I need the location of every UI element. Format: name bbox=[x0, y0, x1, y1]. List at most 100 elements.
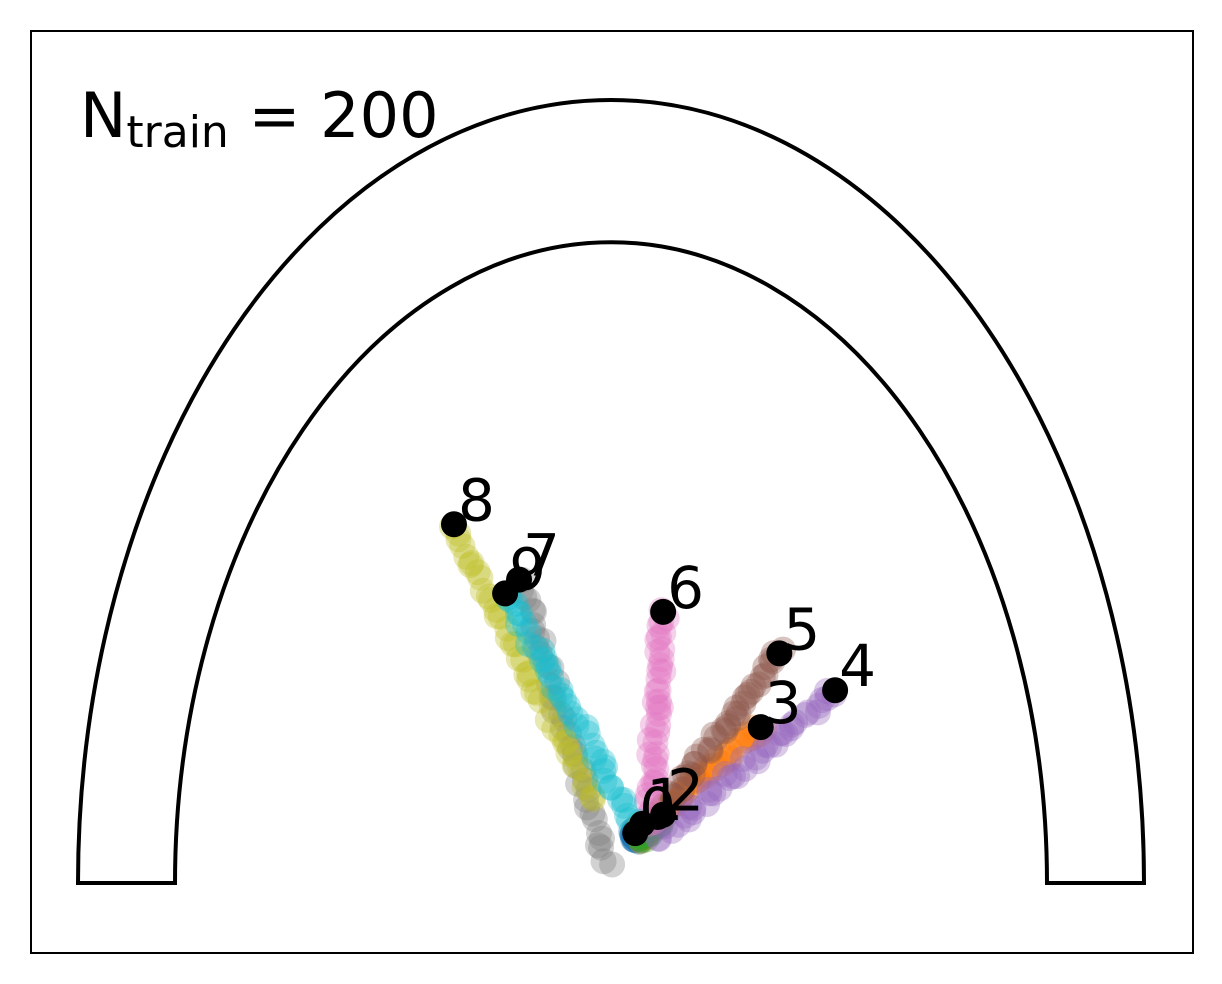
trajectory-point bbox=[643, 756, 670, 783]
trajectory-point bbox=[645, 666, 672, 693]
trajectory-point bbox=[715, 746, 742, 773]
trajectory-point bbox=[692, 755, 719, 782]
trajectory-point bbox=[702, 755, 729, 782]
trajectory-point bbox=[724, 763, 751, 790]
trajectory-point bbox=[544, 669, 571, 696]
trajectory-point bbox=[729, 746, 756, 773]
trajectory-point bbox=[716, 764, 743, 791]
trajectory-point bbox=[645, 701, 672, 728]
trajectory-point bbox=[716, 737, 743, 764]
trajectory-point bbox=[679, 762, 706, 789]
trajectory-point bbox=[571, 773, 598, 800]
trajectory-point bbox=[672, 763, 699, 790]
trajectory-point bbox=[467, 564, 494, 591]
trajectory-point bbox=[573, 794, 600, 821]
trajectory-point bbox=[644, 638, 671, 665]
trajectory-point bbox=[737, 678, 764, 705]
trajectory-point bbox=[714, 710, 741, 737]
trajectory-point bbox=[645, 677, 672, 704]
trajectory-point bbox=[645, 624, 672, 651]
trajectory-point bbox=[598, 774, 625, 801]
trajectory-point bbox=[668, 783, 695, 810]
trajectory-point bbox=[552, 729, 579, 756]
trajectory-point bbox=[582, 739, 609, 766]
trajectory-point bbox=[740, 673, 767, 700]
trajectory-point bbox=[579, 732, 606, 759]
trajectory-point bbox=[581, 745, 608, 772]
trajectory-point bbox=[548, 701, 575, 728]
trajectory-point bbox=[562, 752, 589, 779]
endpoint-label-6: 6 bbox=[667, 554, 704, 622]
trajectory-point bbox=[536, 671, 563, 698]
endpoint-label-4: 4 bbox=[839, 632, 876, 700]
trajectory-point bbox=[696, 776, 723, 803]
endpoint-label-7: 7 bbox=[523, 522, 560, 590]
trajectory-point bbox=[526, 640, 553, 667]
endpoint-marker-8 bbox=[440, 511, 467, 538]
trajectory-point bbox=[772, 721, 799, 748]
trajectory-point bbox=[778, 715, 805, 742]
endpoint-label-5: 5 bbox=[783, 595, 820, 663]
trajectory-point bbox=[555, 693, 582, 720]
trajectory-point bbox=[745, 671, 772, 698]
trajectory-point bbox=[547, 677, 574, 704]
trajectory-point bbox=[549, 714, 576, 741]
trajectory-point bbox=[676, 793, 703, 820]
trajectory-point bbox=[572, 767, 599, 794]
trajectory-point bbox=[520, 598, 547, 625]
trajectory-point bbox=[574, 720, 601, 747]
trajectory-point bbox=[636, 727, 663, 754]
trajectory-point bbox=[636, 741, 663, 768]
trajectory-point bbox=[562, 743, 589, 770]
trajectory-point bbox=[641, 689, 668, 716]
trajectory-point bbox=[642, 746, 669, 773]
trajectory-point bbox=[645, 694, 672, 721]
trajectory-point bbox=[531, 645, 558, 672]
ntrain-rest: = 200 bbox=[229, 79, 439, 152]
trajectory-point bbox=[494, 624, 521, 651]
trajectory-point bbox=[649, 636, 676, 663]
trajectory-point bbox=[504, 610, 531, 637]
trajectory-point bbox=[483, 603, 510, 630]
trajectory-point bbox=[519, 617, 546, 644]
endpoint-marker-2 bbox=[650, 801, 677, 828]
trajectory-point bbox=[502, 631, 529, 658]
trajectory-point bbox=[591, 767, 618, 794]
trajectory-point bbox=[782, 709, 809, 736]
trajectory-point bbox=[644, 626, 671, 653]
trajectory-point bbox=[565, 770, 592, 797]
trajectory-point bbox=[792, 701, 819, 728]
trajectory-point bbox=[675, 775, 702, 802]
trajectory-point bbox=[795, 699, 822, 726]
trajectory-point bbox=[513, 661, 540, 688]
trajectory-point bbox=[725, 700, 752, 727]
trajectory-point bbox=[644, 719, 671, 746]
trajectory-point bbox=[645, 712, 672, 739]
trajectory-point bbox=[548, 722, 575, 749]
trajectory-point bbox=[588, 834, 615, 861]
trajectory-point bbox=[683, 743, 710, 770]
trajectory-point bbox=[599, 851, 626, 878]
trajectory-point bbox=[683, 767, 710, 794]
ntrain-subscript: train bbox=[126, 107, 228, 158]
endpoint-label-3: 3 bbox=[765, 669, 802, 737]
trajectory-point bbox=[675, 806, 702, 833]
trajectory-point bbox=[516, 659, 543, 686]
trajectory-point bbox=[487, 603, 514, 630]
trajectory-point bbox=[540, 674, 567, 701]
trajectory-point bbox=[579, 783, 606, 810]
trajectory-point bbox=[555, 740, 582, 767]
trajectory-point bbox=[524, 679, 551, 706]
trajectory-point bbox=[590, 757, 617, 784]
trajectory-point bbox=[538, 654, 565, 681]
trajectory-point bbox=[610, 786, 637, 813]
trajectory-point bbox=[584, 832, 611, 859]
trajectory-point bbox=[642, 729, 669, 756]
trajectory-point bbox=[519, 597, 546, 624]
trajectory-point bbox=[550, 686, 577, 713]
trajectory-point bbox=[516, 666, 543, 693]
trajectory-point bbox=[710, 750, 737, 777]
trajectory-point bbox=[681, 750, 708, 777]
endpoint-label-2: 2 bbox=[667, 757, 704, 825]
